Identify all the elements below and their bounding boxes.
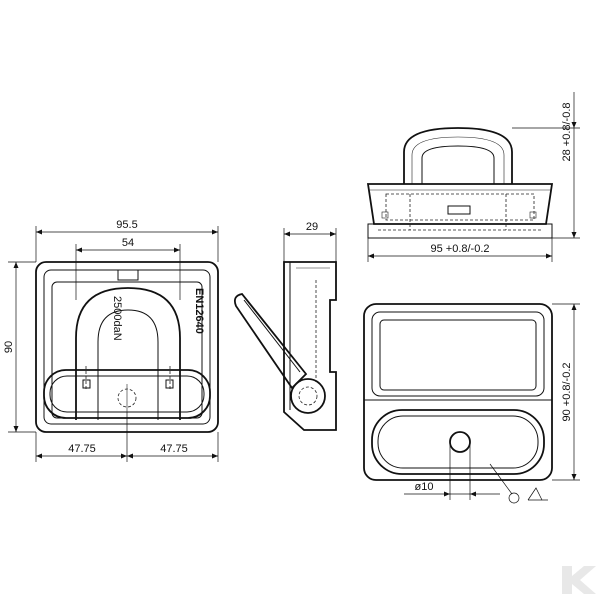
side-view: 29 [233, 221, 337, 431]
cutout-outer [363, 303, 553, 481]
top-view: 95 +0.8/-0.2 28 +0.8/-0.8 [366, 92, 580, 262]
leader-line [489, 463, 513, 495]
side-lever-edge [243, 299, 301, 373]
dim-offset-right-label: 47.75 [160, 443, 188, 455]
front-top-notch [117, 269, 139, 281]
top-ring-outer [403, 127, 513, 184]
dim-inner-label: 54 [122, 237, 134, 249]
top-center-slot [447, 205, 471, 215]
pivot-right [165, 379, 174, 389]
dim-depth-label: 29 [306, 221, 318, 233]
k-logo-icon [562, 566, 596, 594]
top-hidden-rect [385, 193, 535, 221]
pivot-left [82, 379, 91, 389]
cutout-hole [449, 431, 471, 453]
top-detail-left [381, 211, 389, 219]
dim-width-label: 95.5 [116, 219, 137, 231]
front-view: EN12640 2500daN 95.5 54 90 47.75 47.75 [3, 219, 219, 462]
dim-height-label: 90 [3, 341, 15, 353]
dim-offset-arrows [36, 453, 218, 459]
cutout-upper-frame [371, 311, 545, 397]
top-ring-mid [411, 136, 505, 184]
dim-hole-label: ø10 [415, 481, 434, 493]
top-flange [367, 223, 553, 239]
marking-load: 2500daN [111, 296, 123, 341]
dim-top-width-label: 95 +0.8/-0.2 [430, 243, 489, 255]
side-pivot-outer [290, 378, 326, 414]
d-ring-inner [97, 309, 159, 420]
cutout-view: ø10 90 +0.8/-0.2 [363, 303, 580, 504]
side-lever-arm [233, 293, 308, 390]
d-ring-outer [75, 287, 181, 420]
dim-offset-left-label: 47.75 [68, 443, 96, 455]
cutout-upper-window [379, 319, 537, 391]
dim-ring-label: 28 +0.8/-0.8 [561, 102, 573, 161]
side-pivot-inner [298, 386, 318, 406]
cutout-handle-inner [377, 415, 539, 469]
dim-depth-arrows [284, 231, 336, 237]
brand-logo [562, 566, 596, 594]
marking-standard: EN12640 [193, 288, 205, 334]
side-body [283, 261, 337, 431]
top-ring-inner [421, 145, 495, 184]
dim-cutout-label: 90 +0.8/-0.2 [561, 362, 573, 421]
surface-symbol [527, 487, 543, 501]
leader-balloon [508, 492, 520, 504]
top-detail-right [529, 211, 537, 219]
cutout-handle [371, 409, 545, 475]
